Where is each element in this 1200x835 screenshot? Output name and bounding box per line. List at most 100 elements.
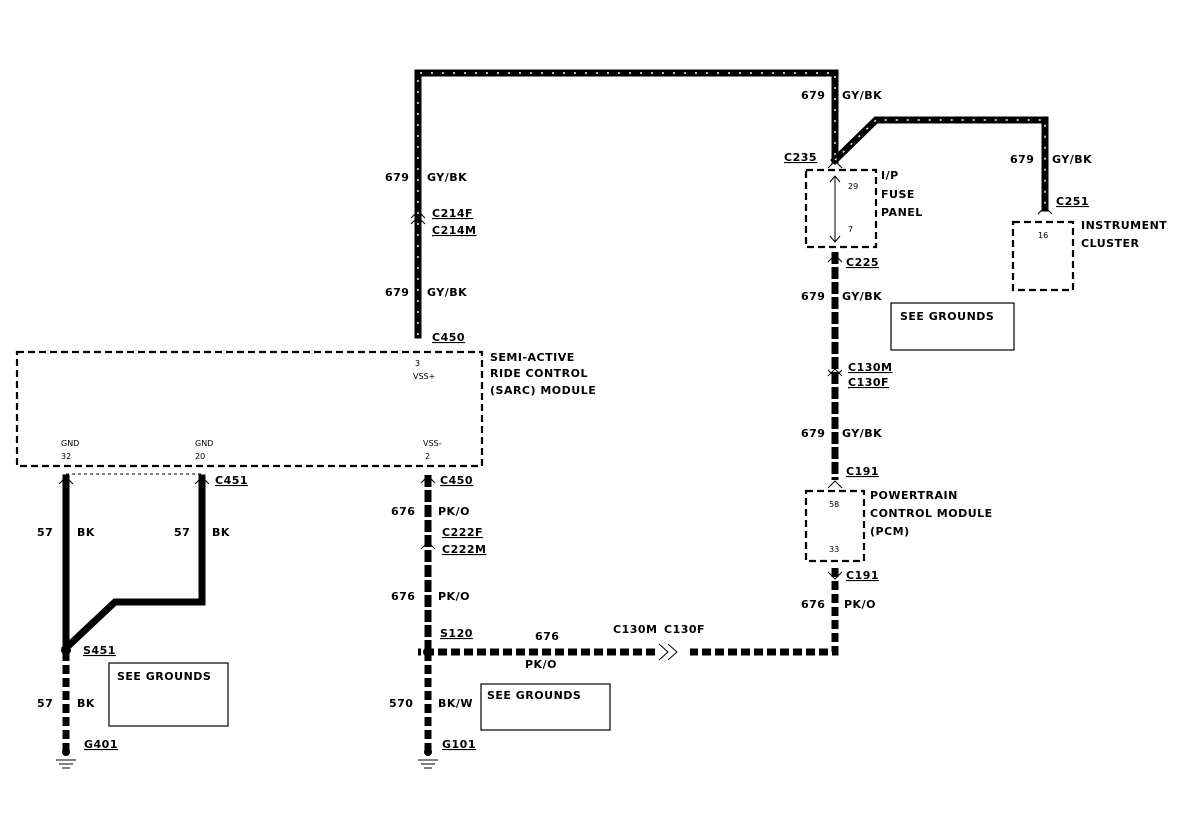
connector-label-c191-bottom: C191: [846, 569, 879, 582]
connector-c214-symbol: [410, 210, 426, 219]
cluster-pin: 16: [1038, 231, 1048, 240]
splice-label-s451: S451: [83, 644, 116, 657]
connector-c130-horizontal-symbol: [658, 643, 678, 661]
connector-c214-symbol-2: [410, 216, 426, 225]
wire-color: GY/BK: [842, 89, 882, 102]
sarc-module-box: [15, 350, 484, 468]
connector-label-c130m-horizontal: C130M: [613, 623, 657, 636]
wire-color: GY/BK: [427, 286, 467, 299]
circuit-number: 676: [391, 505, 415, 518]
connector-c251-symbol: [1037, 206, 1053, 215]
circuit-number: 679: [385, 286, 409, 299]
pcm-name-line-3: (PCM): [870, 525, 910, 538]
instrument-cluster-box: [1011, 220, 1075, 292]
pcm-box: [804, 489, 866, 563]
ground-label-g401: G401: [84, 738, 118, 751]
circuit-number: 679: [385, 171, 409, 184]
wire-color: BK: [77, 526, 95, 539]
connector-label-c451: C451: [215, 474, 248, 487]
wire-color: BK/W: [438, 697, 473, 710]
fuse-panel-box: [804, 168, 878, 249]
connector-c451-right-symbol: [194, 476, 210, 485]
see-grounds-text-3: SEE GROUNDS: [487, 689, 581, 702]
connector-c225-symbol: [827, 254, 843, 263]
connector-c222-symbol: [420, 541, 436, 550]
cluster-name-line-2: CLUSTER: [1081, 237, 1140, 250]
fuse-pin-top: 29: [848, 182, 858, 191]
wire-color: GY/BK: [427, 171, 467, 184]
connector-c130-symbol-a: [827, 369, 843, 378]
circuit-number: 57: [174, 526, 190, 539]
wire-color: PK/O: [438, 590, 470, 603]
splice-s451: [61, 645, 71, 655]
connector-c451-left-symbol: [58, 476, 74, 485]
wire-color: PK/O: [438, 505, 470, 518]
sarc-name-line-3: (SARC) MODULE: [490, 384, 596, 397]
circuit-number: 676: [801, 598, 825, 611]
pin-vss-plus-number: 3: [415, 359, 420, 368]
fuse-pin-bottom: 7: [848, 225, 853, 234]
connector-c191-bottom-symbol: [827, 571, 843, 580]
circuit-number: 570: [389, 697, 413, 710]
circuit-number: 679: [1010, 153, 1034, 166]
see-grounds-text-2: SEE GROUNDS: [900, 310, 994, 323]
connector-c450-bottom-symbol: [420, 475, 436, 484]
wire-679-main-loop: [414, 69, 839, 339]
wire-679-cluster-branch: [830, 116, 1049, 212]
circuit-number: 57: [37, 526, 53, 539]
connector-label-c214m: C214M: [432, 224, 476, 237]
circuit-number: 676: [391, 590, 415, 603]
wire-color: GY/BK: [842, 290, 882, 303]
pin-vss-plus-name: VSS+: [413, 372, 435, 381]
wire-color: GY/BK: [1052, 153, 1092, 166]
connector-label-c130m-right: C130M: [848, 361, 892, 374]
splice-label-s120: S120: [440, 627, 473, 640]
splice-s120: [423, 647, 433, 657]
circuit-number: 57: [37, 697, 53, 710]
pcm-pin-top: 58: [829, 500, 839, 509]
see-grounds-box-1: [890, 302, 1015, 351]
wire-color: PK/O: [525, 658, 557, 671]
pin-vss-minus-name: VSS-: [423, 439, 442, 448]
pcm-name-line-1: POWERTRAIN: [870, 489, 958, 502]
connector-label-c251: C251: [1056, 195, 1089, 208]
pin-gnd-20-name: GND: [195, 439, 213, 448]
fuse-panel-name-line-3: PANEL: [881, 206, 923, 219]
sarc-name-line-2: RIDE CONTROL: [490, 367, 588, 380]
pin-gnd-20-number: 20: [195, 452, 205, 461]
connector-label-c235: C235: [784, 151, 817, 164]
see-grounds-box-3: [480, 683, 611, 731]
see-grounds-box-2: [108, 662, 229, 727]
wire-57-mid: [61, 474, 206, 653]
pin-gnd-32-name: GND: [61, 439, 79, 448]
ground-g401-symbol: [56, 748, 76, 769]
wire-hatch: [417, 72, 836, 335]
pin-gnd-32-number: 32: [61, 452, 71, 461]
sarc-name-line-1: SEMI-ACTIVE: [490, 351, 575, 364]
ground-label-g101: G101: [442, 738, 476, 751]
pin-vss-minus-number: 2: [425, 452, 430, 461]
see-grounds-text-1: SEE GROUNDS: [117, 670, 211, 683]
wire-676-right: [690, 568, 839, 656]
connector-c191-top-symbol: [827, 480, 843, 489]
connector-label-c214f: C214F: [432, 207, 473, 220]
wire-color: BK: [77, 697, 95, 710]
ground-g101-symbol: [418, 748, 438, 769]
connector-c130-symbol-b: [827, 368, 843, 377]
circuit-number: 679: [801, 427, 825, 440]
circuit-number: 676: [535, 630, 559, 643]
circuit-number: 679: [801, 89, 825, 102]
connector-label-c225: C225: [846, 256, 879, 269]
connector-label-c130f-right: C130F: [848, 376, 889, 389]
pcm-name-line-2: CONTROL MODULE: [870, 507, 993, 520]
cluster-name-line-1: INSTRUMENT: [1081, 219, 1167, 232]
wire-color: GY/BK: [842, 427, 882, 440]
fuse-link: [829, 175, 841, 243]
connector-label-c450-top: C450: [432, 331, 465, 344]
connector-label-c222f: C222F: [442, 526, 483, 539]
wire-color: BK: [212, 526, 230, 539]
fuse-panel-name-line-1: I/P: [881, 169, 899, 182]
connector-c235-symbol: [827, 160, 843, 169]
connector-label-c450-bottom: C450: [440, 474, 473, 487]
